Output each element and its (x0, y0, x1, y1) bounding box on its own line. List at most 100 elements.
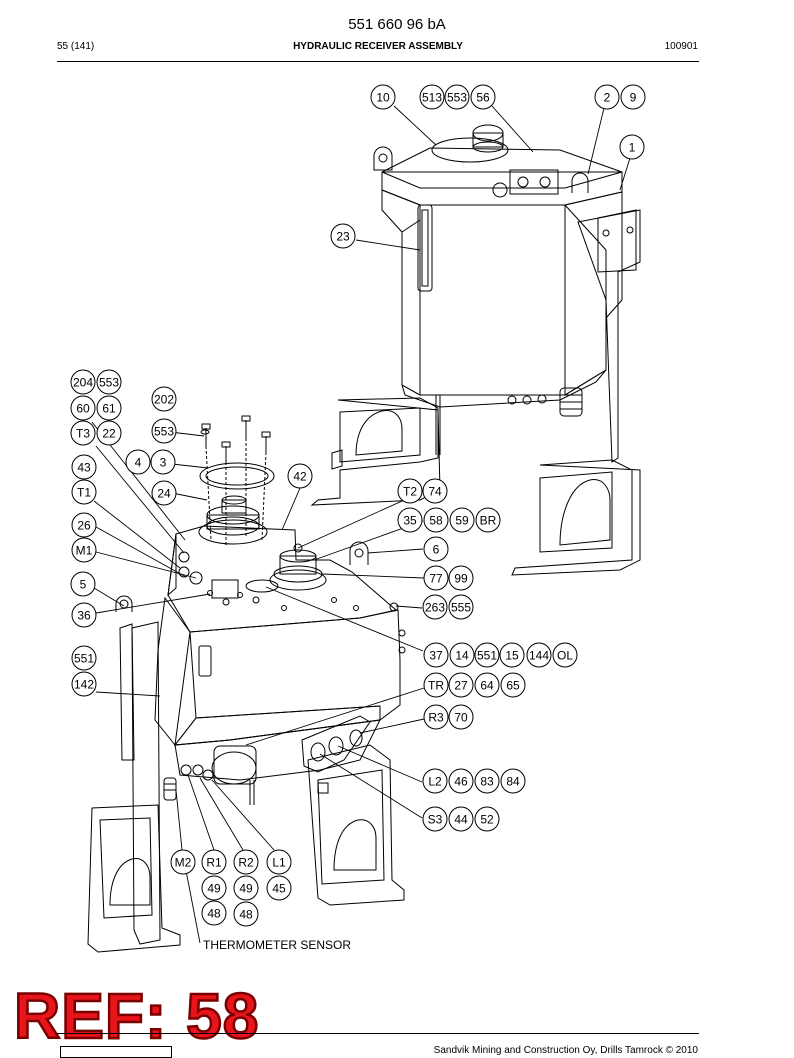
svg-text:37: 37 (429, 649, 443, 663)
svg-text:14: 14 (455, 649, 469, 663)
svg-text:49: 49 (207, 882, 221, 896)
thermometer-sensor-label: THERMOMETER SENSOR (203, 938, 351, 952)
svg-text:83: 83 (480, 775, 494, 789)
svg-text:553: 553 (154, 425, 174, 439)
company-logo (60, 1046, 172, 1058)
svg-text:6: 6 (433, 543, 440, 557)
svg-text:142: 142 (74, 678, 94, 692)
svg-text:202: 202 (154, 393, 174, 407)
callout-14: 14 (449, 642, 475, 668)
callout-1: 1 (619, 134, 645, 160)
callout-202: 202 (151, 386, 177, 412)
svg-text:59: 59 (455, 514, 469, 528)
svg-text:46: 46 (454, 775, 468, 789)
svg-text:45: 45 (272, 882, 286, 896)
callout-4: 4 (125, 449, 151, 475)
callout-42: 42 (287, 463, 313, 489)
page-title: HYDRAULIC RECEIVER ASSEMBLY (293, 41, 463, 52)
svg-text:551: 551 (74, 652, 94, 666)
callout-44: 44 (448, 806, 474, 832)
upper-receiver-tank (373, 124, 623, 455)
svg-text:513: 513 (422, 91, 442, 105)
svg-text:S3: S3 (428, 813, 443, 827)
svg-text:L1: L1 (272, 856, 286, 870)
svg-text:27: 27 (454, 679, 468, 693)
callout-M2: M2 (170, 849, 196, 875)
callout-TR: TR (423, 672, 449, 698)
upper-frame (310, 209, 641, 576)
callout-43: 43 (71, 454, 97, 480)
lower-receiver (115, 415, 406, 805)
callout-OL: OL (552, 642, 578, 668)
callout-553-c: 553 (151, 418, 177, 444)
callout-555: 555 (448, 594, 474, 620)
callout-551: 551 (474, 642, 500, 668)
callout-35: 35 (397, 507, 423, 533)
callout-S3: S3 (422, 806, 448, 832)
svg-text:26: 26 (77, 519, 91, 533)
callout-3: 3 (150, 449, 176, 475)
callout-6: 6 (423, 536, 449, 562)
callout-553: 553 (444, 84, 470, 110)
callout-513: 513 (419, 84, 445, 110)
callout-37: 37 (423, 642, 449, 668)
callout-T1: T1 (71, 479, 97, 505)
svg-text:263: 263 (425, 601, 445, 615)
svg-text:TR: TR (428, 679, 444, 693)
callout-5: 5 (70, 571, 96, 597)
svg-text:BR: BR (480, 514, 497, 528)
callout-36: 36 (71, 602, 97, 628)
callout-27: 27 (448, 672, 474, 698)
callout-R1: R1 (201, 849, 227, 875)
callout-204: 204 (70, 369, 96, 395)
svg-text:42: 42 (293, 470, 307, 484)
callout-59: 59 (449, 507, 475, 533)
callout-77: 77 (423, 565, 449, 591)
svg-text:70: 70 (454, 711, 468, 725)
svg-text:T2: T2 (403, 485, 417, 499)
svg-text:R2: R2 (238, 856, 254, 870)
svg-text:48: 48 (239, 908, 253, 922)
svg-text:64: 64 (480, 679, 494, 693)
callout-551-b: 551 (71, 645, 97, 671)
callout-23: 23 (330, 223, 356, 249)
callout-144: 144 (526, 642, 552, 668)
callout-24: 24 (151, 480, 177, 506)
callout-56: 56 (470, 84, 496, 110)
svg-text:144: 144 (529, 649, 549, 663)
svg-text:2: 2 (604, 91, 611, 105)
footer-rule (57, 1033, 699, 1034)
svg-text:555: 555 (451, 601, 471, 615)
callout-10: 10 (370, 84, 396, 110)
svg-text:15: 15 (505, 649, 519, 663)
callout-9: 9 (620, 84, 646, 110)
svg-text:74: 74 (428, 485, 442, 499)
svg-text:77: 77 (429, 572, 443, 586)
svg-text:M2: M2 (175, 856, 192, 870)
callout-T3: T3 (70, 420, 96, 446)
svg-text:1: 1 (629, 141, 636, 155)
svg-text:99: 99 (454, 572, 468, 586)
svg-text:58: 58 (429, 514, 443, 528)
svg-text:204: 204 (73, 376, 93, 390)
svg-text:T3: T3 (76, 427, 90, 441)
svg-text:61: 61 (102, 402, 116, 416)
svg-text:56: 56 (476, 91, 490, 105)
svg-text:553: 553 (99, 376, 119, 390)
callouts: 10 513 553 56 2 9 1 23 204 553 60 61 202… (70, 84, 646, 927)
svg-text:L2: L2 (428, 775, 442, 789)
callout-61: 61 (96, 395, 122, 421)
callout-263: 263 (422, 594, 448, 620)
callout-49-b: 49 (233, 875, 259, 901)
reference-stamp: REF: 58 (13, 980, 260, 1052)
page-number: 55 (141) (57, 41, 95, 52)
svg-text:3: 3 (160, 456, 167, 470)
callout-26: 26 (71, 512, 97, 538)
svg-text:T1: T1 (77, 486, 91, 500)
drawing-code: 100901 (664, 41, 698, 52)
callout-46: 46 (448, 768, 474, 794)
svg-text:OL: OL (557, 649, 573, 663)
callout-L2: L2 (422, 768, 448, 794)
svg-text:52: 52 (480, 813, 494, 827)
